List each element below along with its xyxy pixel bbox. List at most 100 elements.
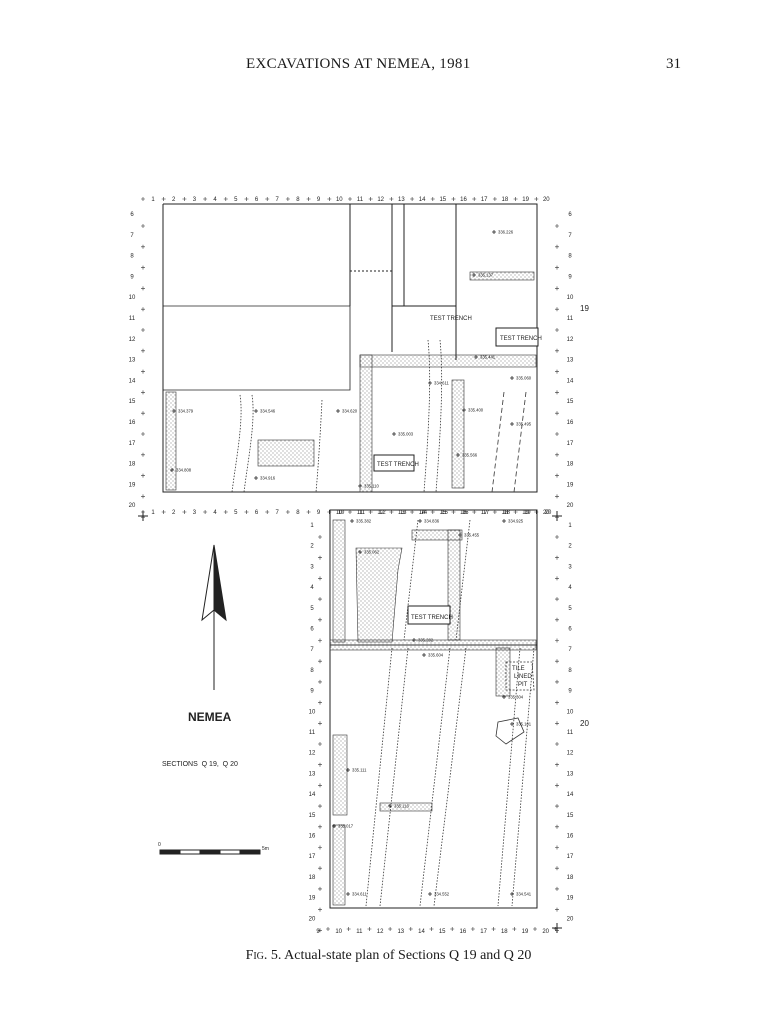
grid-number-lower-bottom: 9 (316, 929, 320, 935)
grid-number-left: 14 (129, 378, 136, 384)
grid-tick (141, 265, 145, 270)
grid-number-lower-right: 6 (568, 627, 572, 633)
grid-number-lower-right: 10 (567, 709, 574, 715)
grid-number-left: 11 (129, 316, 136, 322)
grid-tick (555, 494, 559, 499)
grid-number-lower-right: 11 (567, 730, 574, 736)
grid-tick (555, 824, 559, 829)
grid-tick (555, 866, 559, 871)
elevation-point-icon (428, 892, 432, 896)
grid-number-top: 9 (317, 197, 321, 203)
grid-number-lower-right: 5 (568, 606, 572, 612)
grid-number-lower-left: 12 (309, 751, 316, 757)
grid-number-right: 18 (567, 462, 574, 468)
grid-number-lower-right: 2 (568, 544, 572, 550)
grid-number-lower-left: 10 (309, 709, 316, 715)
elevation-point-icon (462, 408, 466, 412)
grid-tick (555, 886, 559, 891)
grid-number-bottom: 13 (398, 510, 405, 516)
elevation-point-icon (358, 484, 362, 488)
elevation-point-icon (346, 892, 350, 896)
elevation-label: 335.062 (364, 550, 380, 555)
grid-number-bottom: 5 (234, 510, 238, 516)
grid-tick (555, 307, 559, 312)
grid-tick (244, 510, 249, 514)
running-head: EXCAVATIONS AT NEMEA, 1981 31 (0, 56, 777, 80)
section-label-20: 20 (580, 719, 589, 728)
grid-tick (326, 927, 330, 931)
grid-number-bottom: 14 (419, 510, 426, 516)
tile-pit-label: TILE (512, 666, 525, 672)
figure-caption: Fig. 5. Actual-state plan of Sections Q … (0, 948, 777, 964)
grid-number-left: 16 (129, 420, 136, 426)
grid-number-lower-right: 4 (568, 585, 572, 591)
grid-number-bottom: 18 (502, 510, 509, 516)
grid-tick (348, 197, 352, 201)
grid-tick (555, 700, 559, 705)
grid-number-top: 6 (255, 197, 259, 203)
grid-tick (555, 638, 559, 643)
upper-trench-lines (231, 339, 527, 493)
grid-tick (265, 510, 270, 514)
grid-tick (555, 535, 559, 539)
elevation-label: 335.441 (480, 355, 496, 360)
grid-number-top: 5 (234, 197, 238, 203)
grid-number-bottom: 16 (460, 510, 467, 516)
grid-number-lower-bottom: 20 (542, 929, 549, 935)
grid-tick (368, 197, 373, 201)
grid-number-right: 20 (567, 503, 574, 509)
grid-number-bottom: 19 (522, 510, 529, 516)
grid-tick (318, 576, 322, 581)
grid-number-left: 19 (129, 482, 136, 488)
grid-tick (534, 197, 539, 201)
grid-number-lower-top: 17 (483, 510, 490, 516)
grid-tick (141, 286, 145, 291)
grid-tick (555, 679, 559, 684)
elevation-label: 335.101 (516, 722, 532, 727)
grid-corner-crosses (138, 511, 562, 933)
elevation-label: 334.836 (424, 519, 440, 524)
grid-tick (161, 197, 166, 201)
grid-tick (555, 369, 559, 374)
grid-tick (318, 824, 322, 829)
grid-tick (203, 510, 208, 514)
grid-number-lower-left: 4 (310, 585, 314, 591)
elevation-point-icon (502, 695, 506, 699)
grid-number-left: 17 (129, 441, 136, 447)
grid-number-top: 20 (543, 197, 550, 203)
elevation-point-icon (350, 519, 354, 523)
grid-number-lower-bottom: 17 (480, 929, 487, 935)
grid-tick (388, 927, 393, 931)
grid-number-top: 13 (398, 197, 405, 203)
grid-ticks (141, 197, 559, 933)
elevation-label: 335.137 (478, 273, 494, 278)
grid-number-lower-top: 14 (420, 510, 427, 516)
elevation-label: 335.017 (338, 824, 354, 829)
grid-tick (318, 638, 322, 643)
grid-tick (306, 197, 311, 201)
grid-tick (513, 197, 518, 201)
elevation-label: 334.916 (260, 476, 276, 481)
grid-number-top: 15 (439, 197, 446, 203)
lower-trench-lines (365, 519, 535, 907)
grid-tick (141, 348, 145, 353)
grid-tick (141, 307, 145, 312)
test-trench-label: TEST TRENCH (377, 462, 419, 468)
grid-tick (244, 197, 249, 201)
grid-tick (555, 783, 559, 788)
elevation-label: 334.546 (260, 409, 276, 414)
grid-number-lower-top: 16 (462, 510, 469, 516)
grid-tick (318, 845, 322, 850)
grid-number-lower-right: 18 (567, 875, 574, 881)
elevation-point-icon (392, 432, 396, 436)
grid-number-lower-bottom: 10 (335, 929, 342, 935)
grid-number-lower-left: 16 (309, 834, 316, 840)
grid-number-bottom: 17 (481, 510, 488, 516)
grid-tick (555, 265, 559, 270)
grid-number-right: 6 (568, 212, 572, 218)
grid-number-right: 8 (568, 254, 572, 260)
grid-number-bottom: 8 (296, 510, 300, 516)
figure-label: Fig. 5. (245, 948, 282, 963)
elevation-point-icon (254, 476, 258, 480)
